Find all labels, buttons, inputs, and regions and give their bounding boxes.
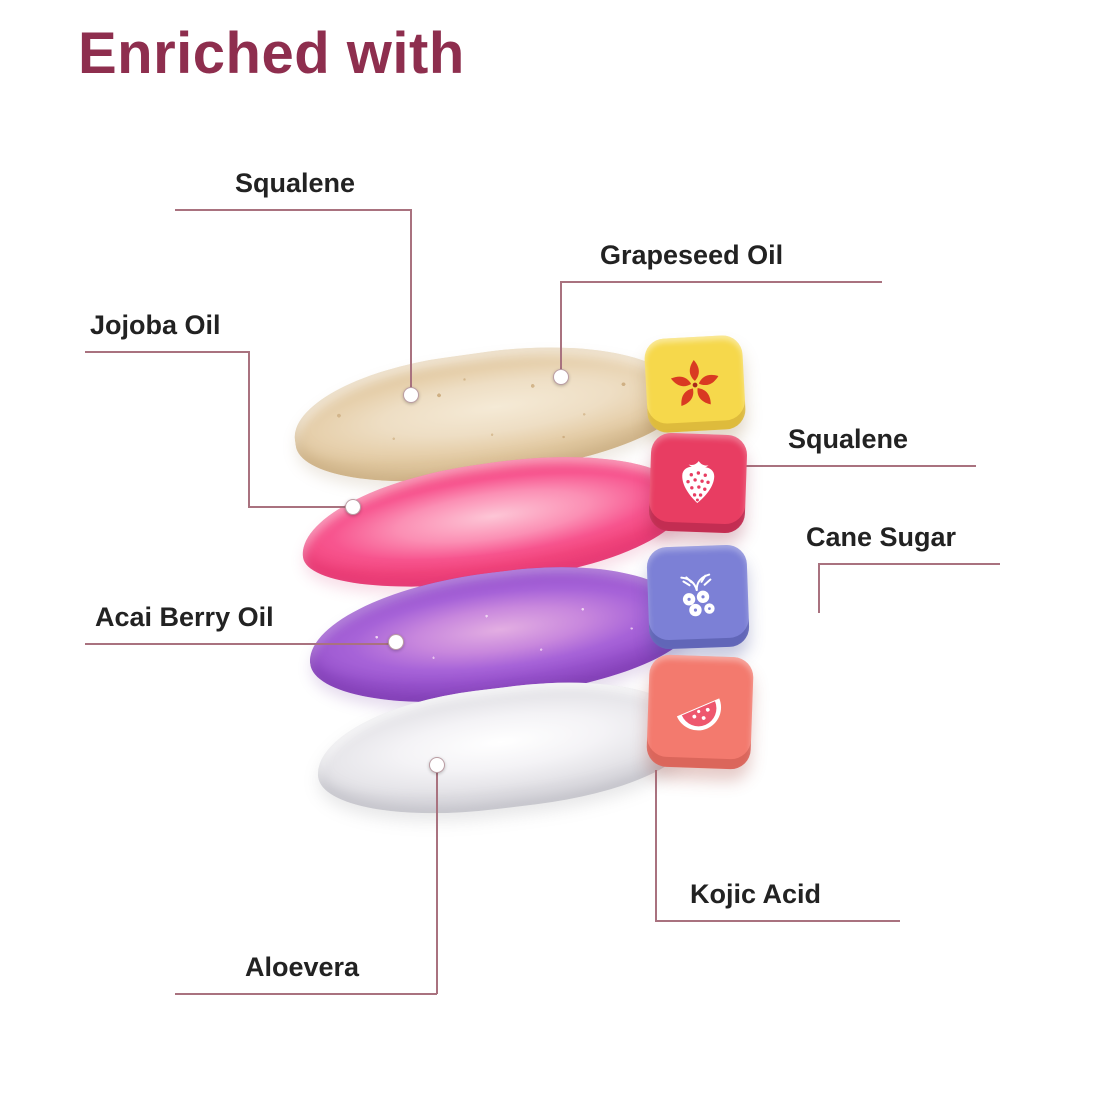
aloe-scrub-tub xyxy=(646,654,754,770)
ingredient-label-squalene-right: Squalene xyxy=(788,424,909,454)
ingredient-label-aloevera: Aloevera xyxy=(245,952,360,982)
connector-dot-jojoba xyxy=(345,499,361,515)
connector-line-acai-h xyxy=(85,643,396,645)
ingredient-label-squalene-top: Squalene xyxy=(235,168,356,198)
connector-dot-squalene-top xyxy=(403,387,419,403)
connector-line-grapeseed-v xyxy=(560,281,562,377)
connector-line-jojoba-v xyxy=(248,351,250,507)
page-title: Enriched with xyxy=(78,21,465,86)
connector-line-grapeseed-h xyxy=(560,281,882,283)
ingredient-label-cane-sugar: Cane Sugar xyxy=(806,522,957,552)
strawberry-scrub-tub xyxy=(648,432,748,534)
connector-line-kojic-h xyxy=(655,920,900,922)
acai-scrub-tub xyxy=(646,544,750,650)
connector-line-jojoba-h xyxy=(85,351,249,353)
ingredient-label-jojoba-oil: Jojoba Oil xyxy=(90,310,221,340)
acai-berries-icon xyxy=(680,573,715,617)
connector-line-squalene-right-h xyxy=(746,465,976,467)
connector-line-aloevera-h xyxy=(175,993,437,995)
connector-dot-grapeseed xyxy=(553,369,569,385)
connector-line-cane-sugar-v xyxy=(818,563,820,613)
connector-dot-acai xyxy=(388,634,404,650)
vanilla-scrub-tub xyxy=(643,334,747,434)
ingredient-label-acai-berry-oil: Acai Berry Oil xyxy=(95,602,274,632)
connector-line-squalene-top-v xyxy=(410,209,412,395)
connector-line-squalene-top-h xyxy=(175,209,411,211)
connector-line-aloevera-v xyxy=(436,765,438,994)
ingredient-label-grapeseed-oil: Grapeseed Oil xyxy=(600,240,784,270)
connector-line-cane-sugar-h xyxy=(818,563,1000,565)
connector-line-kojic-v xyxy=(655,770,657,921)
ingredient-label-kojic-acid: Kojic Acid xyxy=(690,879,822,909)
strawberry-icon xyxy=(682,461,715,503)
watermelon-icon xyxy=(676,698,721,731)
connector-line-jojoba-elbow xyxy=(248,506,353,508)
vanilla-flower-icon xyxy=(670,360,719,406)
connector-dot-aloevera xyxy=(429,757,445,773)
